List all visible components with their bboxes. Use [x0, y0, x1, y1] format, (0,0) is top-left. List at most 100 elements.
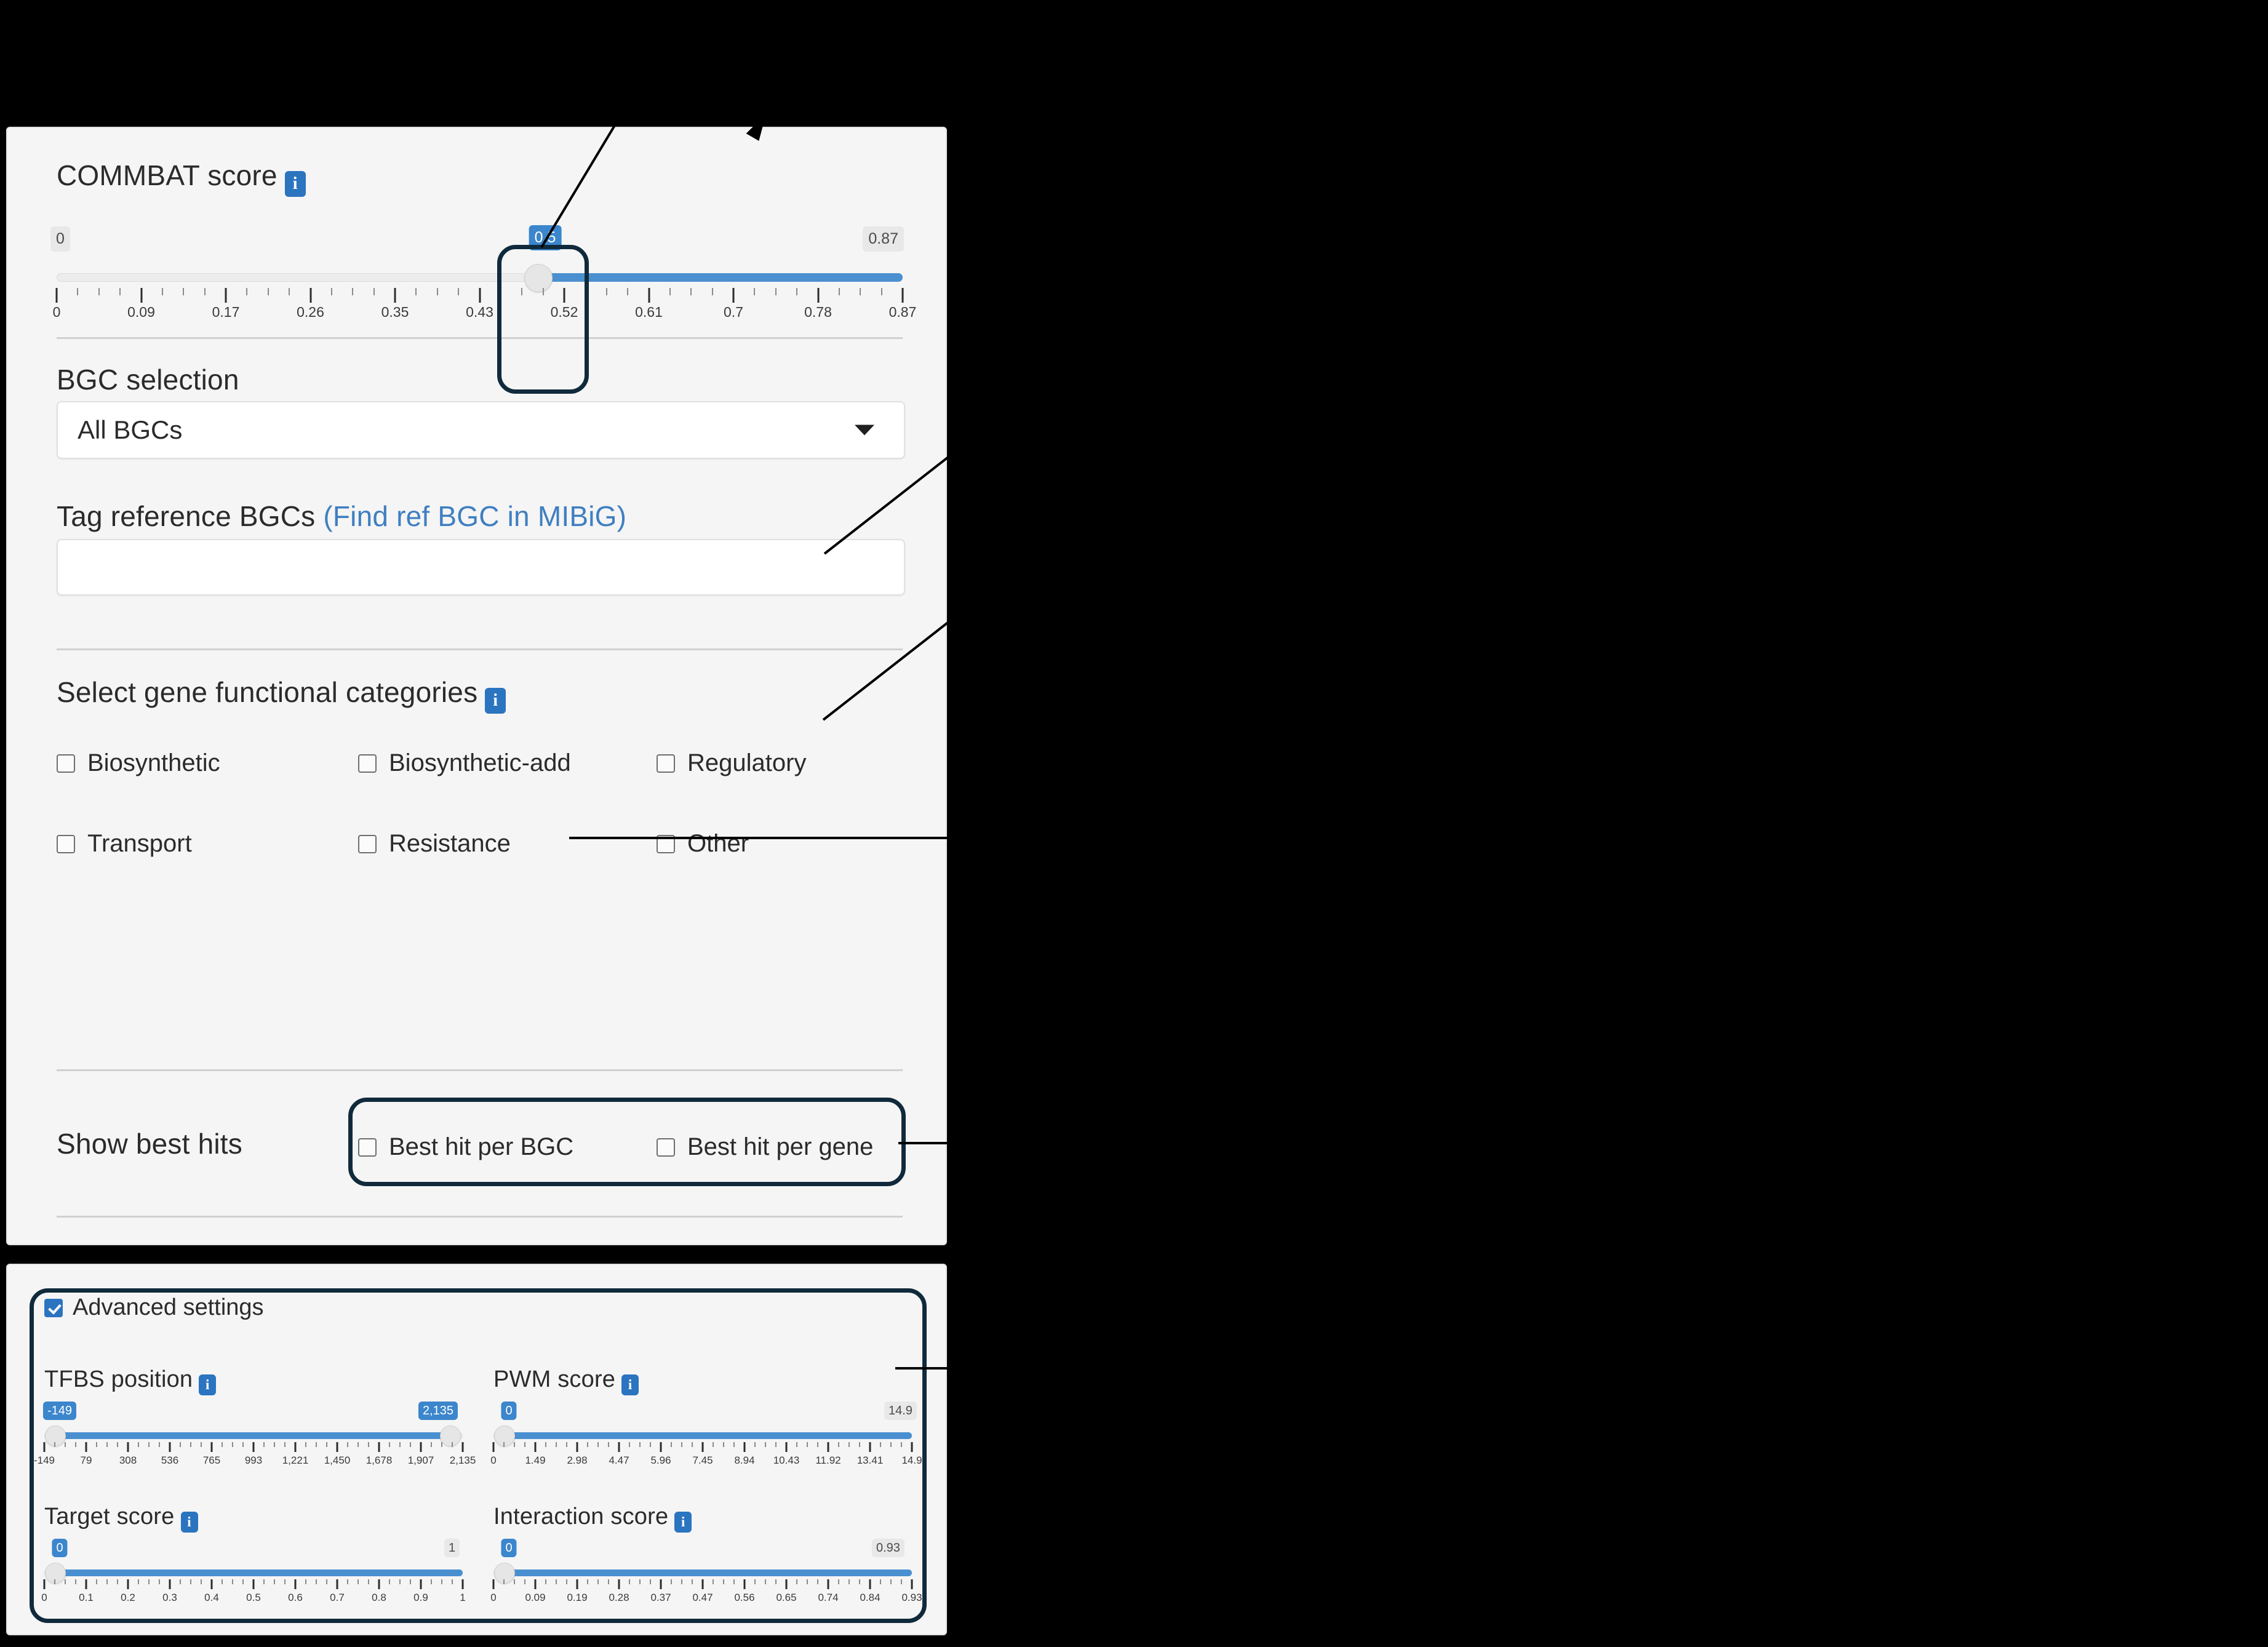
tick-minor	[605, 288, 607, 295]
tick-minor	[807, 1442, 808, 1447]
tick-major	[869, 1442, 871, 1452]
find-ref-bgc-link[interactable]: (Find ref BGC in MIBiG)	[323, 500, 627, 532]
tag-reference-input[interactable]	[57, 539, 905, 596]
tick-major	[869, 1579, 871, 1589]
tick-minor	[305, 1442, 306, 1447]
chevron-down-icon[interactable]	[855, 425, 874, 436]
tick-minor	[521, 288, 523, 295]
leader-line-advanced	[895, 1367, 951, 1370]
info-icon[interactable]: i	[284, 171, 306, 197]
tick-minor	[503, 1579, 505, 1584]
tick-major	[817, 288, 819, 303]
tick-minor	[514, 1442, 515, 1447]
tick-minor	[159, 1442, 160, 1447]
slider-thumb[interactable]	[45, 1563, 66, 1584]
tick-label: 1,221	[282, 1454, 309, 1466]
checkbox-box[interactable]	[57, 834, 75, 853]
checkbox-resistance[interactable]: Resistance	[358, 830, 511, 858]
slider-thumb[interactable]	[524, 264, 553, 292]
tick-major	[785, 1442, 788, 1452]
tick-minor	[183, 288, 185, 295]
divider	[57, 1069, 903, 1071]
info-icon[interactable]: i	[199, 1374, 217, 1395]
tick-major	[911, 1579, 913, 1589]
checkbox-label: Best hit per gene	[687, 1133, 874, 1160]
tick-minor	[389, 1442, 390, 1447]
slider-fill	[543, 273, 903, 282]
bgc-selection-value: All BGCs	[78, 415, 183, 444]
info-icon[interactable]: i	[180, 1512, 198, 1533]
tick-major	[743, 1442, 746, 1452]
checkbox-box[interactable]	[358, 834, 377, 853]
checkbox-best-hit-per-bgc[interactable]: Best hit per BGC	[358, 1133, 573, 1161]
tick-minor	[524, 1579, 525, 1584]
checkbox-box[interactable]	[358, 754, 377, 773]
slider-thumb[interactable]	[494, 1563, 516, 1584]
checkbox-box[interactable]	[657, 754, 675, 773]
tick-minor	[410, 1442, 411, 1447]
advanced-settings-toggle[interactable]: Advanced settings	[44, 1294, 264, 1321]
info-icon[interactable]: i	[485, 688, 506, 714]
tick-minor	[357, 1579, 359, 1584]
checkbox-biosynthetic-add[interactable]: Biosynthetic-add	[358, 749, 571, 777]
checkbox-box[interactable]	[57, 754, 75, 773]
tick-minor	[65, 1442, 66, 1447]
tick-minor	[267, 288, 269, 295]
checkbox-box[interactable]	[44, 1298, 63, 1317]
tick-major	[336, 1442, 338, 1452]
tick-minor	[608, 1579, 609, 1584]
slider-thumb-low[interactable]	[45, 1426, 66, 1446]
slider-thumb[interactable]	[494, 1426, 516, 1446]
tick-label: 0.8	[372, 1592, 386, 1603]
slider-thumb-high[interactable]	[440, 1426, 461, 1446]
tick-minor	[65, 1579, 66, 1584]
tick-minor	[556, 1579, 557, 1584]
interaction-score-title: Interaction score	[493, 1504, 669, 1529]
tick-minor	[890, 1579, 892, 1584]
tick-minor	[117, 1579, 118, 1584]
tick-minor	[222, 1579, 223, 1584]
tick-major	[127, 1442, 129, 1452]
tick-minor	[692, 1579, 693, 1584]
tick-minor	[441, 1442, 442, 1447]
tick-minor	[545, 1442, 546, 1447]
checkbox-best-hit-per-gene[interactable]: Best hit per gene	[657, 1133, 873, 1161]
checkbox-transport[interactable]: Transport	[57, 830, 192, 858]
checkbox-regulatory[interactable]: Regulatory	[657, 749, 806, 777]
info-icon[interactable]: i	[674, 1512, 692, 1533]
tick-label: 0.61	[635, 304, 663, 320]
tick-label: 1.49	[525, 1454, 546, 1466]
checkbox-other[interactable]: Other	[657, 830, 749, 858]
tick-minor	[54, 1579, 55, 1584]
bgc-selection-dropdown[interactable]: All BGCs	[57, 401, 905, 459]
tick-minor	[514, 1579, 515, 1584]
tick-minor	[796, 1442, 797, 1447]
tick-minor	[807, 1579, 808, 1584]
tick-major	[85, 1579, 87, 1589]
tick-major	[43, 1442, 46, 1452]
tick-label: 0.09	[525, 1592, 546, 1603]
checkbox-box[interactable]	[358, 1138, 377, 1157]
tick-minor	[587, 1579, 588, 1584]
pwm-min-bubble: 0	[501, 1402, 517, 1420]
tick-minor	[524, 1442, 525, 1447]
tick-label: 0.65	[776, 1592, 797, 1603]
tick-minor	[263, 1442, 265, 1447]
checkbox-biosynthetic[interactable]: Biosynthetic	[57, 749, 220, 777]
tick-label: 0.6	[288, 1592, 303, 1603]
tick-minor	[284, 1579, 285, 1584]
checkbox-box[interactable]	[657, 1138, 675, 1157]
tick-minor	[849, 1442, 850, 1447]
tick-label: 11.92	[815, 1454, 841, 1466]
tick-minor	[204, 288, 206, 295]
info-icon[interactable]: i	[621, 1374, 639, 1395]
tag-reference-title: Tag reference BGCs	[57, 500, 316, 532]
tick-minor	[880, 1442, 881, 1447]
tick-minor	[566, 1579, 567, 1584]
tick-minor	[796, 1579, 797, 1584]
